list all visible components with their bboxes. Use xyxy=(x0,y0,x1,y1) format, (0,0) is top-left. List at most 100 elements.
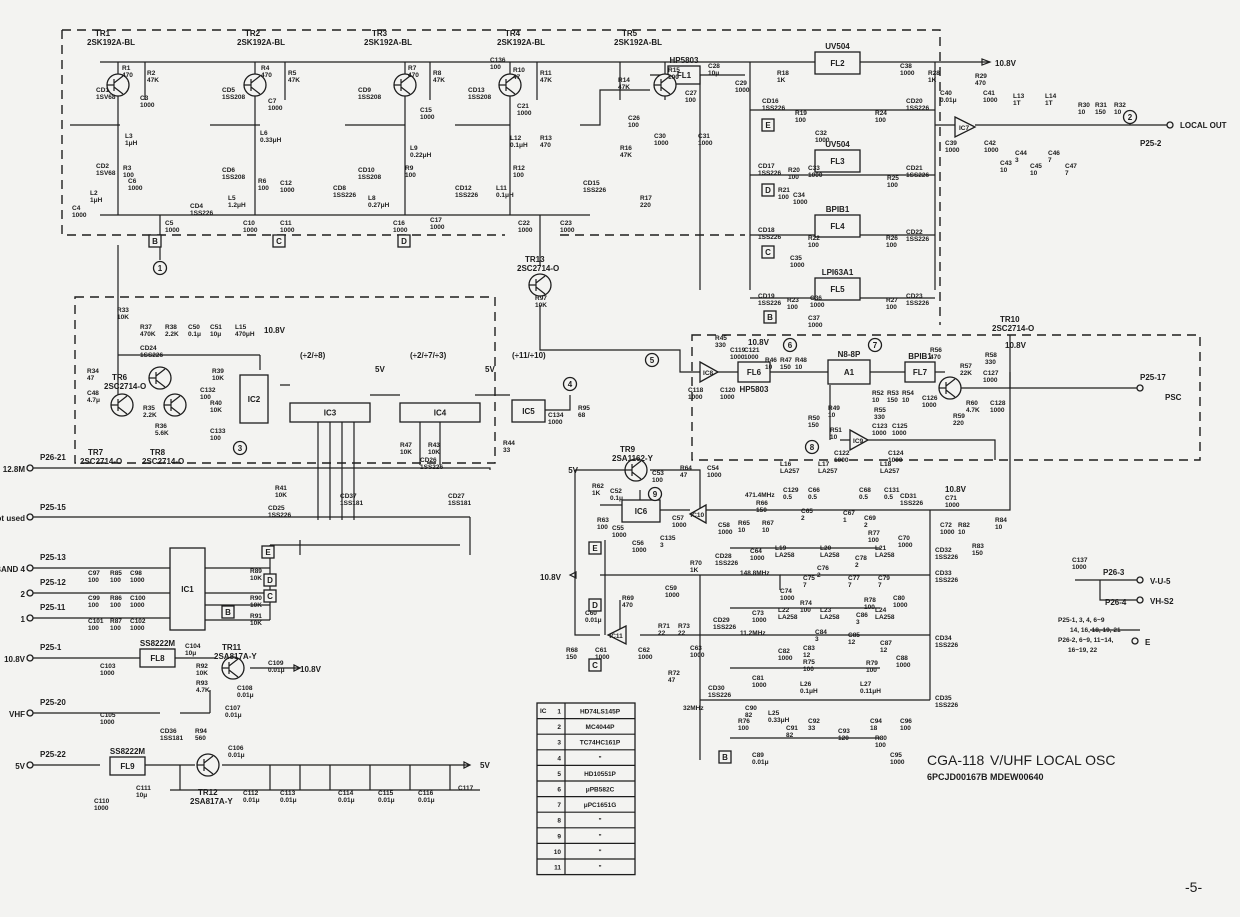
component-value: 2.2K xyxy=(143,412,157,419)
component-ref: R78 xyxy=(864,597,876,604)
block-ref: IC3 xyxy=(324,409,337,418)
component-ref: R74 xyxy=(800,600,812,607)
component-value: 1000 xyxy=(638,654,653,661)
component-ref: C12 xyxy=(280,180,292,187)
component-ref: R80 xyxy=(875,735,887,742)
transistor-ref: TR9 xyxy=(620,445,636,454)
component-ref: C101 xyxy=(88,618,104,625)
band-box xyxy=(272,234,286,248)
block-part-number: HP5803 xyxy=(740,385,769,394)
component-value: 1SS226 xyxy=(708,692,732,699)
component-value: 10 xyxy=(1000,167,1008,174)
block-ic9: IC9 xyxy=(849,428,870,452)
component-value: 68 xyxy=(578,412,586,419)
connector-p25-11: P25-111 xyxy=(21,603,66,624)
terminal-icon xyxy=(1136,384,1144,392)
component-value: 7 xyxy=(878,582,882,589)
component-value: 10 xyxy=(738,527,746,534)
transistor-type: 2SA1162-Y xyxy=(612,454,654,463)
ic-part-number: " xyxy=(598,849,601,856)
component-value: 100 xyxy=(738,725,749,732)
divider-ratio-ic4: (÷2/÷7/÷3) xyxy=(410,351,447,360)
frequency-32mhz: 32MHz xyxy=(683,705,704,712)
component-value: 1000 xyxy=(983,377,998,384)
component-value: 0.27μH xyxy=(368,202,390,209)
component-ref: L11 xyxy=(496,185,507,192)
component-ref: C119 xyxy=(730,347,746,354)
component-ref: C74 xyxy=(780,588,792,595)
block-ref: FL8 xyxy=(150,654,165,663)
component-ref: R18 xyxy=(777,70,789,77)
component-ref: R10 xyxy=(513,67,525,74)
component-value: 1SS226 xyxy=(762,105,786,112)
block-ic1: IC1 xyxy=(169,547,206,631)
band-select-b: B xyxy=(148,234,162,248)
component-ref: L20 xyxy=(820,545,832,552)
component-value: 1000 xyxy=(548,419,563,426)
component-value: 1000 xyxy=(100,719,115,726)
component-ref: CD35 xyxy=(935,695,952,702)
component-value: 10K xyxy=(250,620,262,627)
component-value: 1.2μH xyxy=(228,202,246,209)
component-ref: R15 xyxy=(668,67,680,74)
component-value: 1SS226 xyxy=(900,500,924,507)
component-ref: C75 xyxy=(803,575,815,582)
component-value: 1μH xyxy=(90,197,103,204)
component-ref: R63 xyxy=(597,517,609,524)
component-ref: R76 xyxy=(738,718,750,725)
component-value: 100 xyxy=(513,172,524,179)
test-point-marker-icon xyxy=(804,439,820,455)
component-value: 1000 xyxy=(130,625,145,632)
component-ref: R11 xyxy=(540,70,552,77)
component-ref: C66 xyxy=(808,487,820,494)
component-value: 470 xyxy=(622,602,633,609)
transistor-ref: TR11 xyxy=(222,643,242,652)
component-ref: C40 xyxy=(940,90,952,97)
component-value: 1000 xyxy=(243,227,258,234)
component-value: 1SS226 xyxy=(190,210,214,217)
component-ref: C104 xyxy=(185,643,201,650)
band-box xyxy=(718,750,732,764)
component-ref: R87 xyxy=(110,618,122,625)
component-value: 0.11μH xyxy=(860,688,881,695)
component-ref: L6 xyxy=(260,130,268,137)
component-value: 1SS181 xyxy=(160,735,184,742)
component-ref: R72 xyxy=(668,670,680,677)
band-box xyxy=(588,658,602,672)
component-ref: CD16 xyxy=(762,98,779,105)
component-ref: C106 xyxy=(228,745,244,752)
terminal-icon xyxy=(26,464,34,472)
band-box xyxy=(263,573,277,587)
component-ref: C10 xyxy=(243,220,255,227)
component-ref: R93 xyxy=(196,680,208,687)
component-value: 10 xyxy=(762,527,770,534)
block-ref: FL5 xyxy=(830,285,845,294)
component-value: 0.01μ xyxy=(243,797,260,804)
ic-table-header: IC xyxy=(540,708,547,715)
